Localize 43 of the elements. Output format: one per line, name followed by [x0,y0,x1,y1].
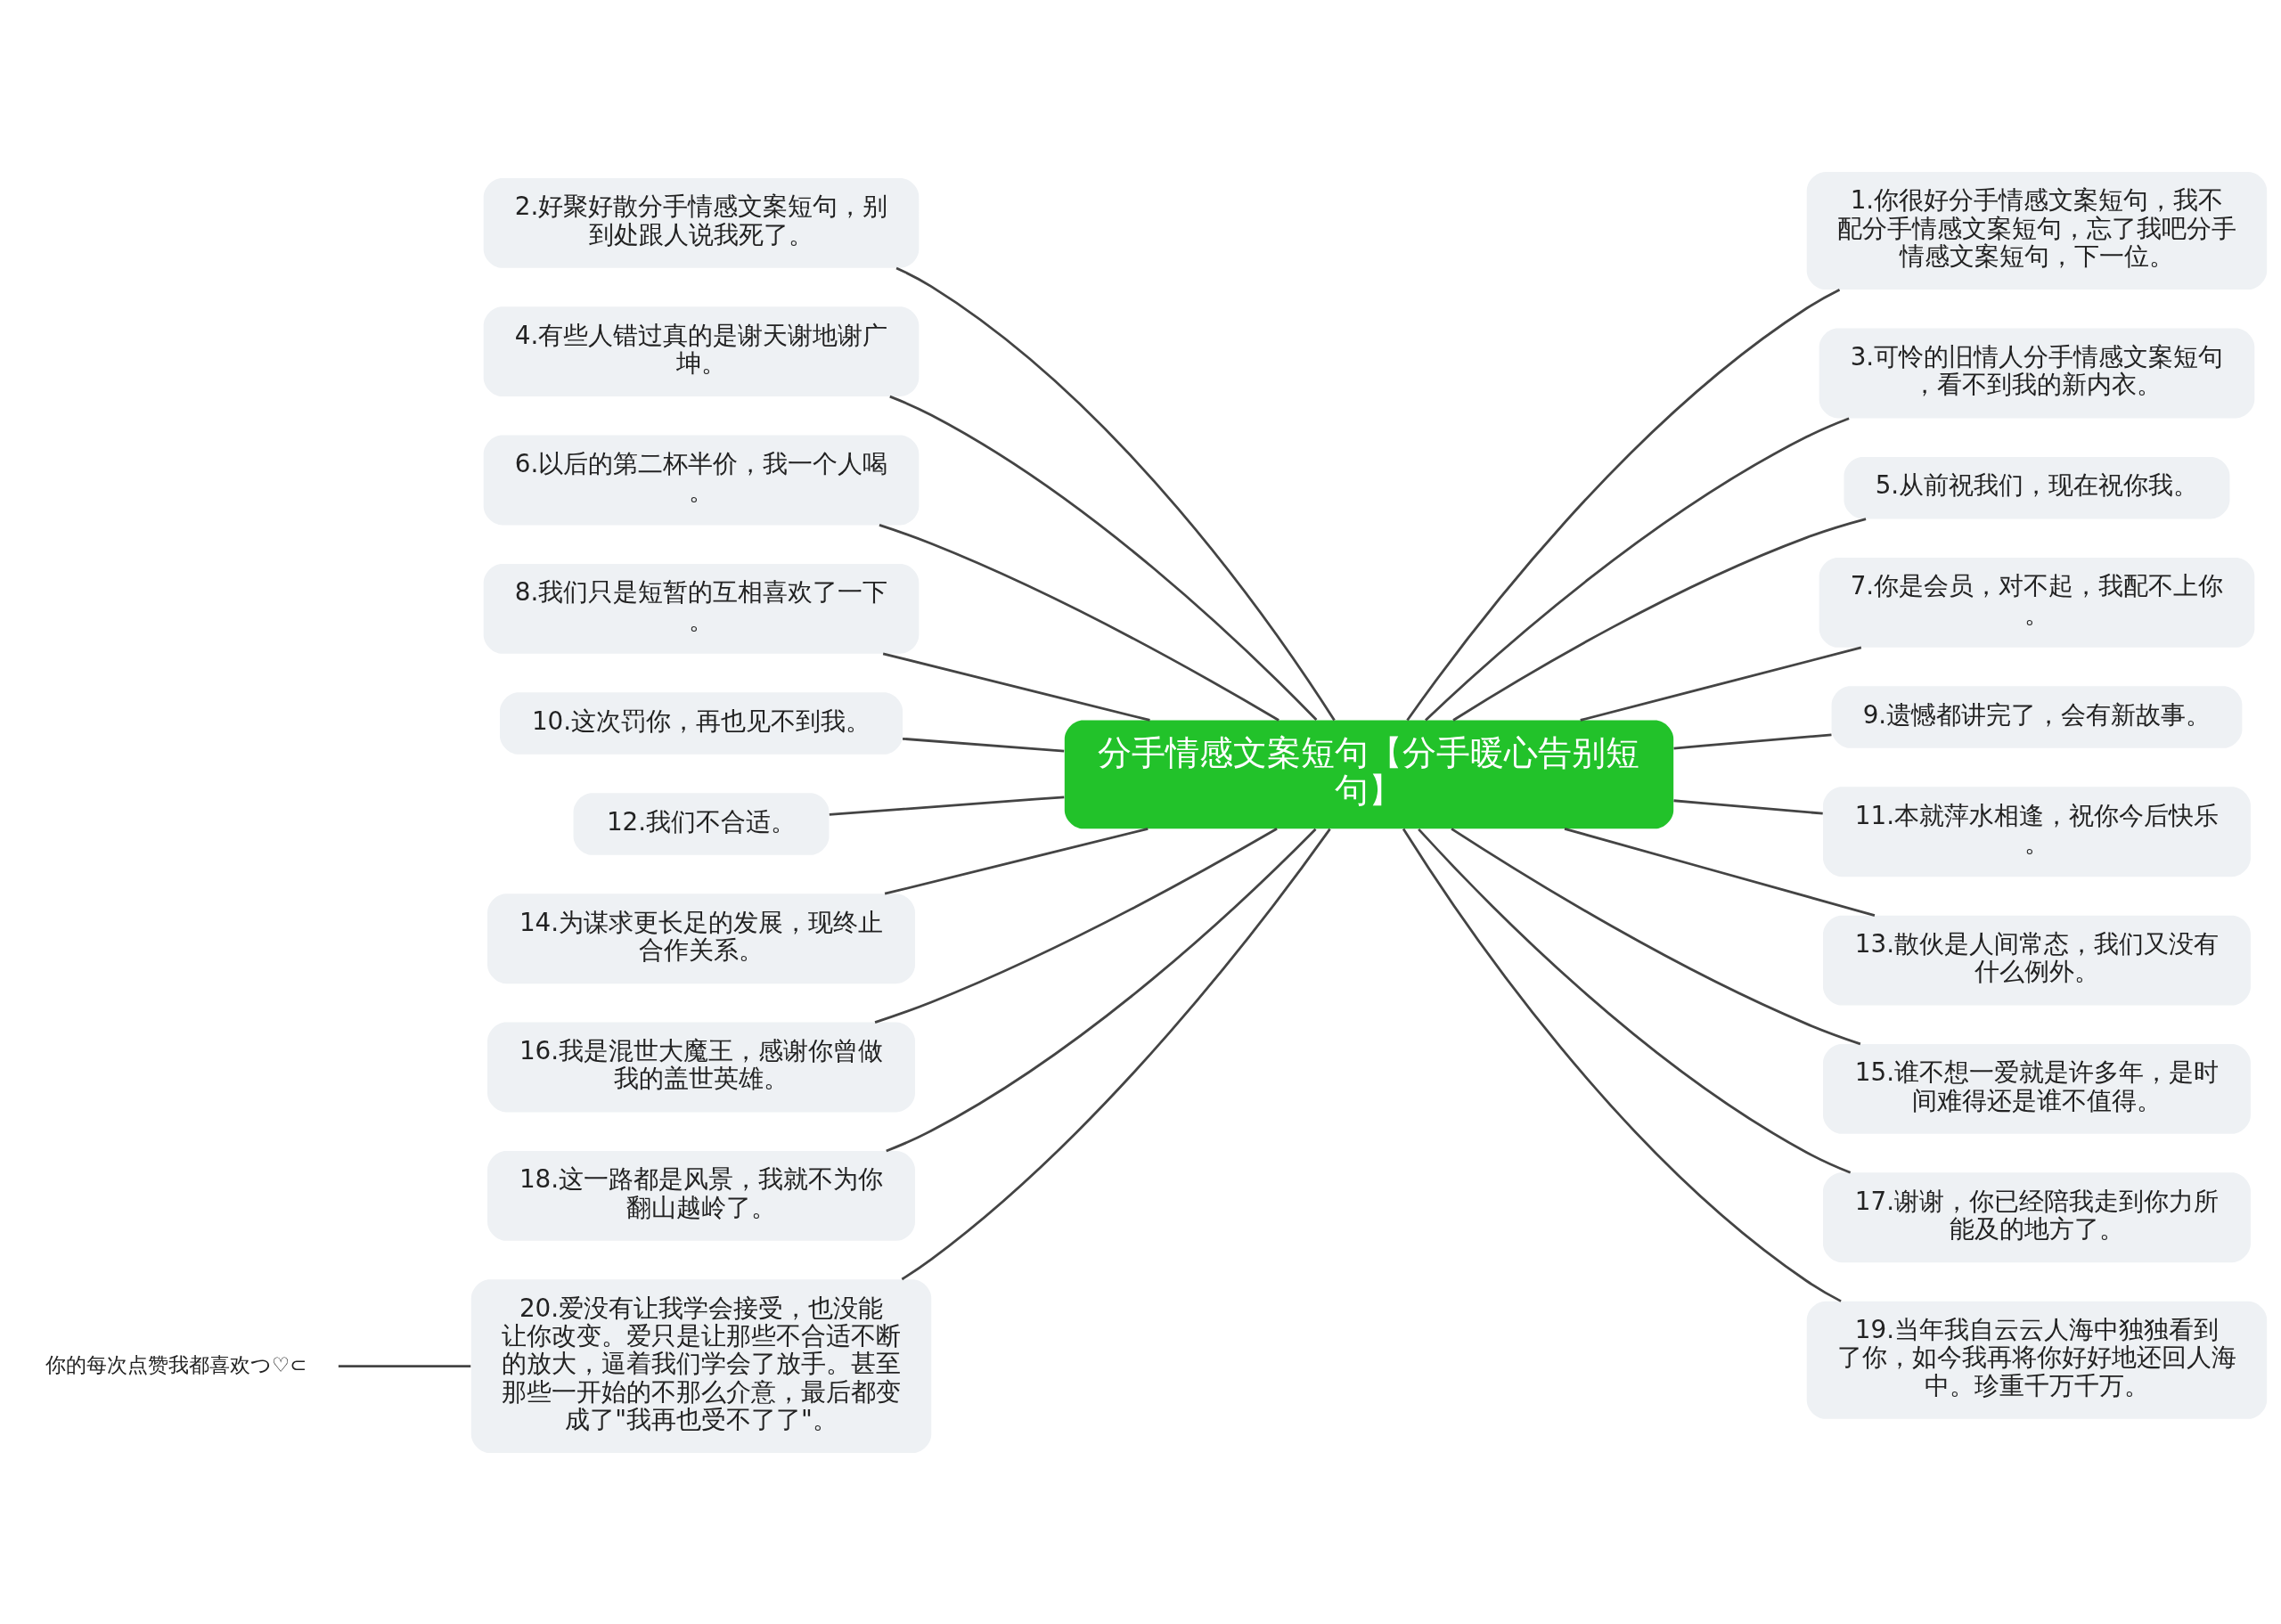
connector [1451,827,1861,1045]
connector [902,737,1065,753]
connector [874,827,1278,1024]
node-box: 20.爱没有让我学会接受，也没能让你改变。爱只是让那些不合适不断的放大，逼着我们学会了放手。甚至那些一开始的不那么介意，最后都变成了"我再也受不了了"。 [470,1278,932,1453]
connector [879,523,1279,722]
node-box: 17.谢谢，你已经陪我走到你力所能及的地方了。 [1823,1171,2251,1262]
connector [901,828,1331,1280]
node-box: 8.我们只是短暂的互相喜欢了一下。 [483,563,920,654]
connector [1452,517,1867,722]
node-box: 10.这次罚你，再也见不到我。 [499,691,903,755]
node-box: 19.当年我自云云人海中独独看到了你，如今我再将你好好地还回人海中。珍重千万千万。 [1806,1301,2268,1419]
node-box: 分手情感文案短句【分手暖心告别短句】 [1064,720,1674,828]
connector [895,266,1336,721]
node-box: 13.散伙是人间常态，我们又没有什么例外。 [1823,915,2251,1005]
connector [338,1364,471,1367]
node-box: 12.我们不合适。 [573,792,830,855]
connector [1402,828,1842,1302]
connector [1673,798,1823,815]
node-box: 5.从前祝我们，现在祝你我。 [1844,456,2230,518]
node-box: 2.好聚好散分手情感文案短句，别到处跟人说我死了。 [483,177,920,268]
node-box: 3.可怜的旧情人分手情感文案短句，看不到我的新内衣。 [1819,328,2255,418]
node-box: 6.以后的第二杯半价，我一个人喝。 [483,435,920,525]
node-box: 14.为谋求更长足的发展，现终止合作关系。 [487,893,915,983]
node-box: 9.遗憾都讲完了，会有新故事。 [1831,685,2243,748]
connector [884,827,1149,895]
node-box: 11.本就萍水相逢，祝你今后快乐。 [1823,786,2251,877]
connector [1564,827,1876,917]
node-box: 15.谁不想一爱就是许多年，是时间难得还是谁不值得。 [1823,1043,2251,1134]
node-text: 你的每次点赞我都喜欢つ♡⊂ [45,1352,307,1376]
node-box: 1.你很好分手情感文案短句，我不配分手情感文案短句，忘了我吧分手情感文案短句，下一位。 [1806,171,2268,290]
connector [889,395,1318,721]
connector [882,651,1150,722]
node-box: 7.你是会员，对不起，我配不上你。 [1819,557,2255,648]
node-box: 4.有些人错过真的是谢天谢地谢广坤。 [483,306,920,396]
connector [1673,732,1832,749]
node-box: 16.我是混世大魔王，感谢你曾做我的盖世英雄。 [487,1022,915,1112]
connector [886,828,1317,1152]
connector [1406,288,1841,721]
connector [1425,416,1850,721]
connector [1418,828,1852,1174]
connector [1580,646,1862,722]
connector [829,795,1065,816]
node-box: 18.这一路都是风景，我就不为你翻山越岭了。 [487,1150,915,1241]
